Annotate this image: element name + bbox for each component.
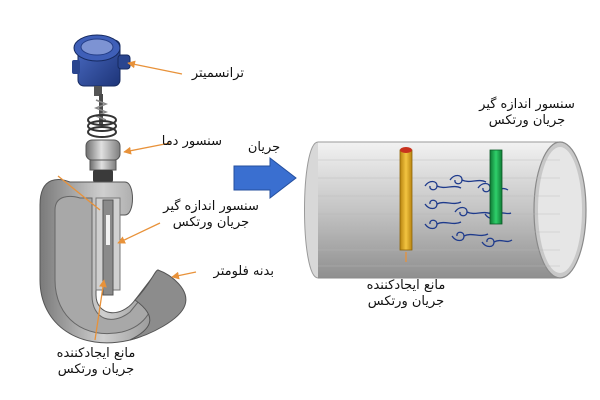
label-bluff-body-left: مانع ایجادکننده جریان ورتکس: [36, 346, 156, 378]
pipe-cylinder: [304, 141, 587, 279]
label-vortex-sensor-right: سنسور اندازه گیر جریان ورتکس: [462, 97, 592, 129]
vortex-sensor-bar: [489, 149, 503, 225]
transmitter-housing: [72, 34, 131, 96]
transmitter-neck: [93, 94, 109, 124]
label-vortex-sensor-left-line2: جریان ورتکس: [172, 215, 250, 230]
flow-arrow: [233, 156, 297, 200]
label-meter-body: بدنه فلومتر: [213, 264, 274, 279]
flowmeter-body: [39, 179, 187, 344]
label-flow: جریان: [247, 140, 281, 155]
label-transmitter: ترانسمیتر: [191, 66, 244, 81]
label-vortex-sensor-left-line1: سنسور اندازه گیر: [163, 199, 259, 214]
label-bluff-body-right-line1: مانع ایجادکننده: [366, 278, 446, 293]
label-bluff-body-left-line1: مانع ایجادکننده: [56, 346, 136, 361]
label-bluff-body-right-line2: جریان ورتکس: [367, 294, 445, 309]
label-temperature-sensor: سنسور دما: [161, 134, 222, 149]
label-vortex-sensor-right-line1: سنسور اندازه گیر: [479, 97, 575, 112]
label-vortex-sensor-right-line2: جریان ورتکس: [488, 113, 566, 128]
sensor-cable-coil: [87, 114, 117, 138]
leader-lines-left: [57, 60, 197, 341]
temperature-sensor: [85, 139, 121, 182]
label-vortex-sensor-left: سنسور اندازه گیر جریان ورتکس: [150, 199, 272, 231]
label-bluff-body-left-line2: جریان ورتکس: [57, 362, 135, 377]
bluff-body-bar: [399, 147, 413, 251]
label-bluff-body-right: مانع ایجادکننده جریان ورتکس: [346, 278, 466, 310]
